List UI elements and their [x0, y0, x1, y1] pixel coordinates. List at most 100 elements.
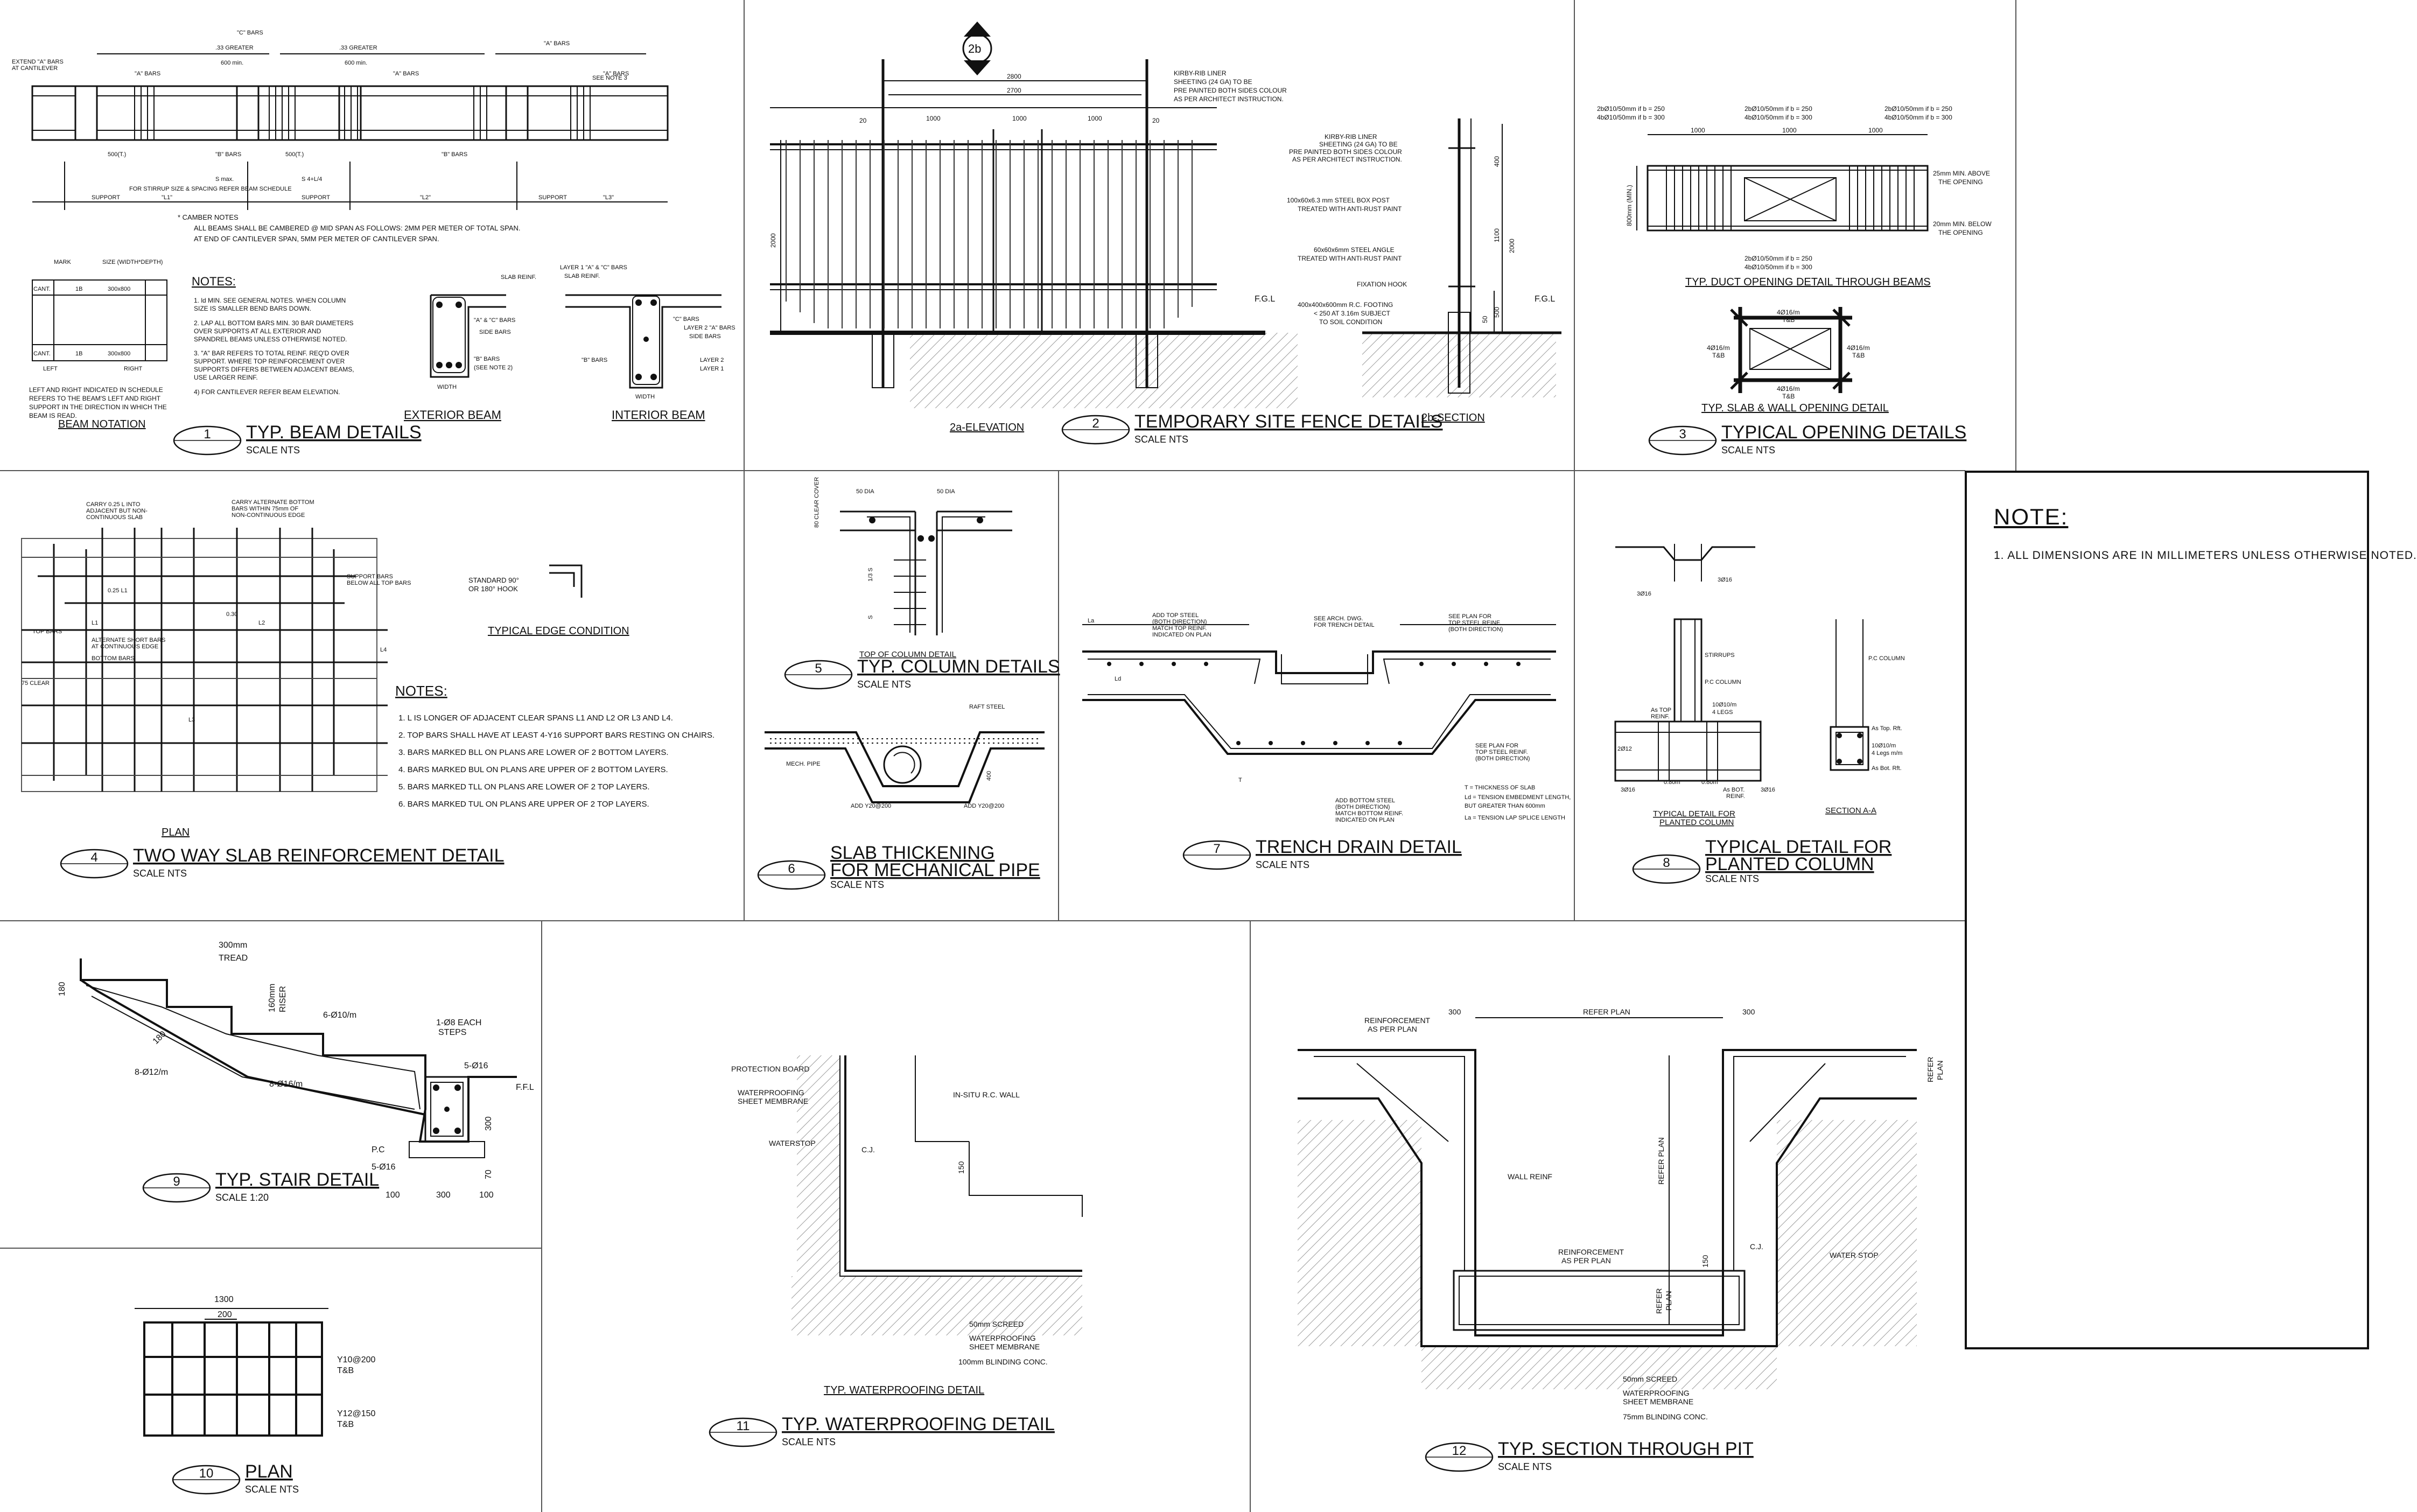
- general-note-box: NOTE: 1. ALL DIMENSIONS ARE IN MILLIMETE…: [1965, 471, 2416, 1349]
- stair-label: 300: [436, 1191, 451, 1200]
- stair-label: 300mm: [219, 941, 247, 950]
- trench-label: La: [1088, 618, 1095, 624]
- fence-liner-label: PRE PAINTED BOTH SIDES COLOUR: [1174, 87, 1287, 94]
- interior-beam-label: INTERIOR BEAM: [612, 408, 705, 422]
- sheet-grid: [0, 0, 2016, 1512]
- fence-dim: 1100: [1493, 228, 1501, 242]
- pipe-label: MECH. PIPE: [786, 761, 821, 767]
- slab-note-line: 1. L IS LONGER OF ADJACENT CLEAR SPANS L…: [398, 713, 673, 723]
- trench-label: (BOTH DIRECTION): [1152, 619, 1207, 625]
- svg-text:LAYER 2: LAYER 2: [700, 357, 724, 363]
- trench-legend: La = TENSION LAP SPLICE LENGTH: [1465, 815, 1565, 821]
- opening-detail: 2bØ10/50mm if b = 250 4bØ10/50mm if b = …: [1597, 105, 1992, 414]
- svg-text:"A" BARS: "A" BARS: [544, 40, 570, 47]
- planted-label: REINF.: [1651, 713, 1670, 720]
- beam-notation-label: BEAM NOTATION: [58, 418, 146, 430]
- wp-label: 100mm BLINDING CONC.: [958, 1357, 1048, 1366]
- pipe-label: 400: [986, 771, 992, 781]
- detail-scale: SCALE NTS: [1498, 1461, 1552, 1472]
- planted-label: 3Ø16: [1718, 577, 1732, 583]
- detail-title: TYP. BEAM DETAILS: [246, 422, 422, 443]
- trench-label: SEE PLAN FOR: [1448, 613, 1491, 620]
- trench-label: (BOTH DIRECTION): [1335, 804, 1390, 810]
- svg-text:SUPPORT: SUPPORT: [302, 194, 330, 201]
- duct-opening-label: TYP. DUCT OPENING DETAIL THROUGH BEAMS: [1685, 276, 1931, 288]
- beam-notes-heading: NOTES:: [192, 275, 236, 288]
- column-detail: 50 DIA 50 DIA 80 CLEAR COVER 1/3 S S TOP…: [814, 477, 1012, 659]
- opening-top-label: 2bØ10/50mm if b = 250: [1745, 105, 1812, 113]
- slab-opening-bars: 4Ø16/m: [1847, 344, 1870, 352]
- fence-footing-label: < 250 AT 3.16m SUBJECT: [1314, 310, 1391, 317]
- fence-angle-label: 60x60x6mm STEEL ANGLE: [1314, 246, 1395, 254]
- detail-title: TWO WAY SLAB REINFORCEMENT DETAIL: [133, 845, 505, 866]
- svg-text:WIDTH: WIDTH: [437, 384, 457, 390]
- opening-below-label: THE OPENING: [1938, 229, 1983, 236]
- slab-note-line: 6. BARS MARKED TUL ON PLANS ARE UPPER OF…: [398, 800, 649, 809]
- planted-small-title-2: PLANTED COLUMN: [1659, 818, 1734, 827]
- planted-label: 10Ø10/m: [1712, 702, 1736, 708]
- svg-text:"B" BARS: "B" BARS: [582, 357, 607, 363]
- svg-text:SUPPORT: SUPPORT: [92, 194, 120, 201]
- wp-label: WATERSTOP: [769, 1139, 816, 1147]
- detail-title: TYP. WATERPROOFING DETAIL: [782, 1414, 1055, 1434]
- planted-label: As BOT.: [1723, 787, 1745, 793]
- slab-note-line: 2. TOP BARS SHALL HAVE AT LEAST 4-Y16 SU…: [398, 731, 714, 740]
- wp-label: SHEET MEMBRANE: [969, 1342, 1040, 1351]
- fence-liner-2: AS PER ARCHITECT INSTRUCTION.: [1292, 156, 1402, 163]
- svg-text:SUPPORT: SUPPORT: [538, 194, 567, 201]
- slab-opening-bars: T&B: [1782, 316, 1795, 324]
- detail-title-line2: PLANTED COLUMN: [1705, 854, 1874, 874]
- fence-footing-label: TO SOIL CONDITION: [1319, 318, 1382, 326]
- detail-number: 6: [788, 862, 795, 876]
- stair-label: 300: [484, 1116, 493, 1131]
- fence-dim: 20: [859, 117, 867, 124]
- detail-scale: SCALE NTS: [133, 868, 187, 879]
- slab-label: ADJACENT BUT NON-: [86, 508, 148, 514]
- pit-label: REINFORCEMENT: [1364, 1016, 1431, 1025]
- column-label: 80 CLEAR COVER: [814, 477, 820, 528]
- fence-liner-2: KIRBY-RIB LINER: [1325, 133, 1377, 141]
- svg-text:.33 GREATER: .33 GREATER: [215, 45, 254, 51]
- stair-label: F.F.L: [516, 1083, 534, 1092]
- svg-text:WIDTH: WIDTH: [635, 394, 655, 400]
- svg-text:"B" BARS: "B" BARS: [215, 151, 241, 158]
- pipe-label: RAFT STEEL: [969, 704, 1005, 710]
- fence-liner-2: PRE PAINTED BOTH SIDES COLOUR: [1289, 148, 1402, 156]
- stair-label: RISER: [278, 986, 288, 1012]
- pipe-label: ADD Y20@200: [964, 803, 1004, 809]
- detail-scale: SCALE NTS: [1256, 859, 1309, 870]
- stair-label: 100: [479, 1191, 494, 1200]
- slab-label: 75 CLEAR: [22, 680, 50, 687]
- trench-label: MATCH TOP REINF.: [1152, 625, 1207, 632]
- trench-legend: BUT GREATER THAN 600mm: [1465, 803, 1545, 809]
- pit-label: AS PER PLAN: [1368, 1025, 1417, 1033]
- svg-text:AT CANTILEVER: AT CANTILEVER: [12, 65, 58, 72]
- fence-section-label: 2b-SECTION: [1421, 412, 1485, 424]
- trench-label: INDICATED ON PLAN: [1152, 632, 1211, 638]
- beam-note-line: SUPPORTS DIFFERS BETWEEN ADJACENT BEAMS,: [194, 366, 354, 373]
- detail-scale: SCALE NTS: [782, 1437, 836, 1447]
- fence-dim: 2700: [1007, 87, 1021, 94]
- pit-label: 50mm SCREED: [1623, 1375, 1677, 1383]
- two-way-slab-detail: CARRY 0.25 L INTO ADJACENT BUT NON- CONT…: [21, 499, 714, 838]
- trench-label: TOP STEEL REINF.: [1475, 749, 1528, 755]
- trench-label: ADD BOTTOM STEEL: [1335, 797, 1395, 804]
- detail-scale: SCALE 1:20: [215, 1192, 269, 1203]
- detail-scale: SCALE NTS: [1134, 434, 1188, 445]
- wp-label: WATERPROOFING: [969, 1334, 1036, 1342]
- stair-label: 70: [484, 1170, 493, 1179]
- planted-label: 3Ø16: [1621, 787, 1635, 793]
- beam-note-line: OVER SUPPORTS AT ALL EXTERIOR AND: [194, 327, 321, 335]
- opening-top-label: 4bØ10/50mm if b = 300: [1745, 114, 1812, 121]
- svg-text:1B: 1B: [75, 286, 82, 292]
- slab-label: BELOW ALL TOP BARS: [347, 580, 411, 586]
- pit-label: 150: [1701, 1255, 1710, 1268]
- trench-drain-detail: ADD TOP STEEL (BOTH DIRECTION) MATCH TOP…: [1082, 612, 1571, 823]
- svg-text:LAYER 1: LAYER 1: [700, 366, 724, 372]
- opening-top-label: 4bØ10/50mm if b = 300: [1884, 114, 1952, 121]
- pit-label: REFER: [1655, 1289, 1663, 1314]
- slab-wall-opening-label: TYP. SLAB & WALL OPENING DETAIL: [1701, 402, 1889, 414]
- slab-label: AT CONTINUOUS EDGE: [92, 643, 158, 650]
- beam-left-right-1: REFERS TO THE BEAM'S LEFT AND RIGHT: [29, 395, 161, 402]
- note-title: NOTE:: [1994, 504, 2069, 529]
